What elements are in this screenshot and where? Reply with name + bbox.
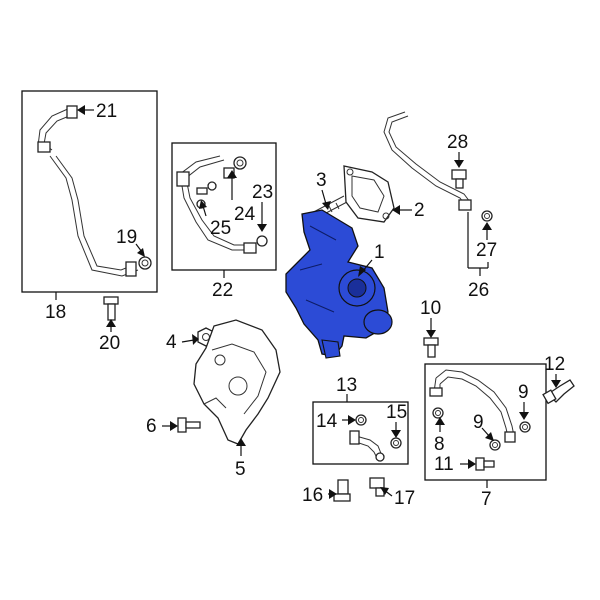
bolt-part-6 bbox=[177, 417, 201, 433]
callout-24: 24 bbox=[234, 204, 256, 225]
plug-part-12 bbox=[542, 379, 575, 405]
callout-8: 8 bbox=[434, 434, 445, 455]
bolt-part-28 bbox=[451, 169, 467, 189]
callout-15: 15 bbox=[386, 402, 407, 423]
bolt-part-16 bbox=[333, 479, 351, 502]
callout-13: 13 bbox=[336, 375, 357, 396]
bolt-part-10 bbox=[423, 337, 439, 358]
callout-4: 4 bbox=[166, 332, 177, 353]
bolt-part-20 bbox=[103, 296, 119, 321]
callout-25: 25 bbox=[210, 218, 231, 239]
callout-10: 10 bbox=[420, 298, 441, 319]
callout-2: 2 bbox=[414, 200, 425, 221]
callout-23: 23 bbox=[252, 182, 273, 203]
callout-9a: 9 bbox=[518, 382, 529, 403]
oil-feed-line-part bbox=[37, 105, 152, 277]
group-box-7 bbox=[424, 363, 547, 481]
callout-9b: 9 bbox=[473, 412, 484, 433]
bolt-part-17 bbox=[369, 477, 385, 497]
callout-27: 27 bbox=[476, 240, 497, 261]
bolt-part-11 bbox=[475, 457, 495, 471]
coolant-pipe-part-7 bbox=[429, 369, 531, 471]
callout-5: 5 bbox=[235, 459, 246, 480]
group-box-22 bbox=[171, 142, 277, 271]
callout-6: 6 bbox=[146, 416, 157, 437]
callout-18: 18 bbox=[45, 302, 66, 323]
gasket-part-2 bbox=[343, 165, 395, 223]
callout-3: 3 bbox=[316, 170, 327, 191]
leader-lines bbox=[55, 105, 561, 499]
coolant-line-part bbox=[383, 111, 493, 222]
callout-17: 17 bbox=[394, 488, 415, 509]
callout-16: 16 bbox=[302, 485, 323, 506]
callout-14: 14 bbox=[316, 411, 338, 432]
callout-22: 22 bbox=[212, 280, 233, 301]
callout-28: 28 bbox=[447, 132, 468, 153]
callout-26: 26 bbox=[468, 280, 489, 301]
callout-1: 1 bbox=[374, 242, 385, 263]
callout-labels: 1 2 3 4 5 6 7 8 9 9 10 11 12 13 14 15 16… bbox=[45, 101, 565, 510]
turbocharger-part-1 bbox=[285, 209, 393, 359]
group-box-18 bbox=[21, 90, 158, 293]
callout-21: 21 bbox=[96, 101, 117, 122]
callout-12: 12 bbox=[544, 354, 565, 375]
heat-shield-part-5 bbox=[193, 319, 281, 445]
callout-11: 11 bbox=[434, 454, 454, 475]
callout-19: 19 bbox=[116, 227, 137, 248]
callout-20: 20 bbox=[99, 333, 120, 354]
callout-7: 7 bbox=[481, 489, 492, 510]
fitting-part-13 bbox=[349, 414, 402, 462]
group-box-13 bbox=[312, 401, 409, 465]
